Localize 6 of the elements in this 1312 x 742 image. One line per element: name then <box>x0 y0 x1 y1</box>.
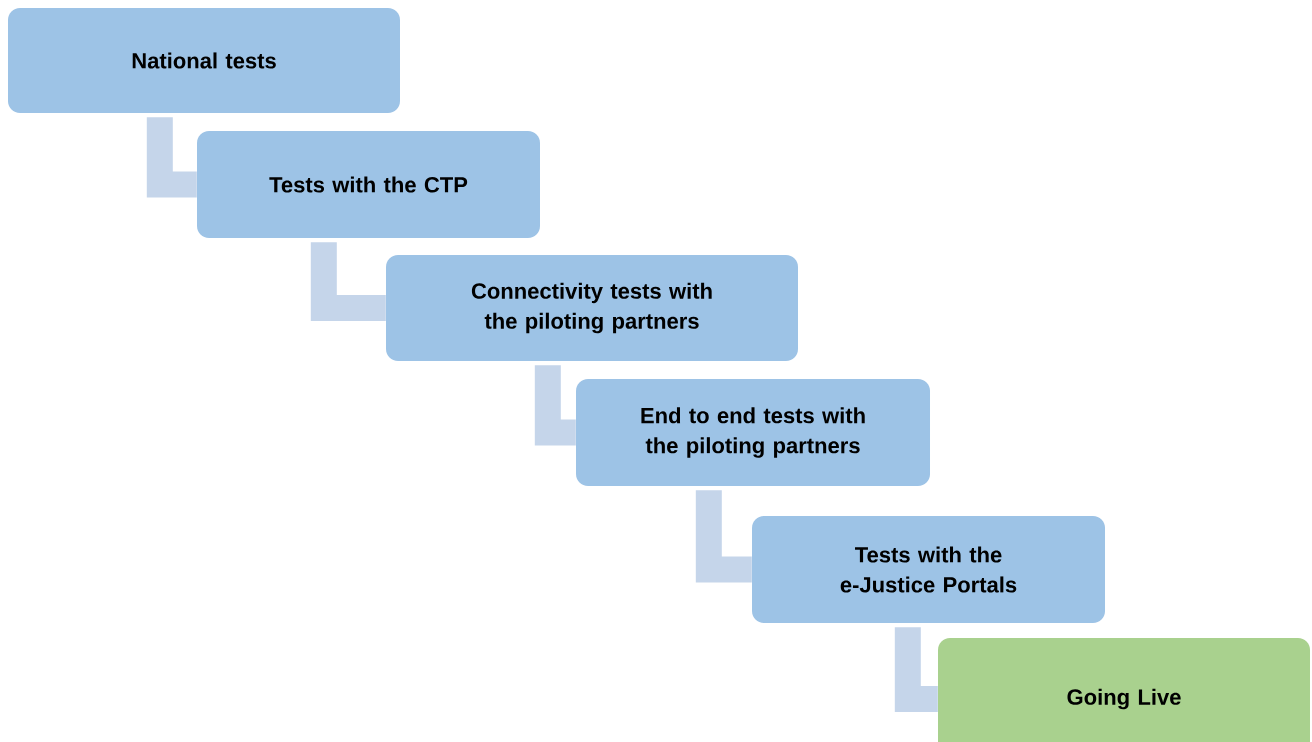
process-box: National tests <box>8 8 400 113</box>
process-box: Tests with the CTP <box>197 131 540 238</box>
process-box: Tests with the e-Justice Portals <box>752 516 1105 623</box>
process-box: End to end tests with the piloting partners <box>576 379 930 486</box>
process-box: Going Live <box>938 638 1310 742</box>
process-box: Connectivity tests with the piloting partners <box>386 255 798 361</box>
